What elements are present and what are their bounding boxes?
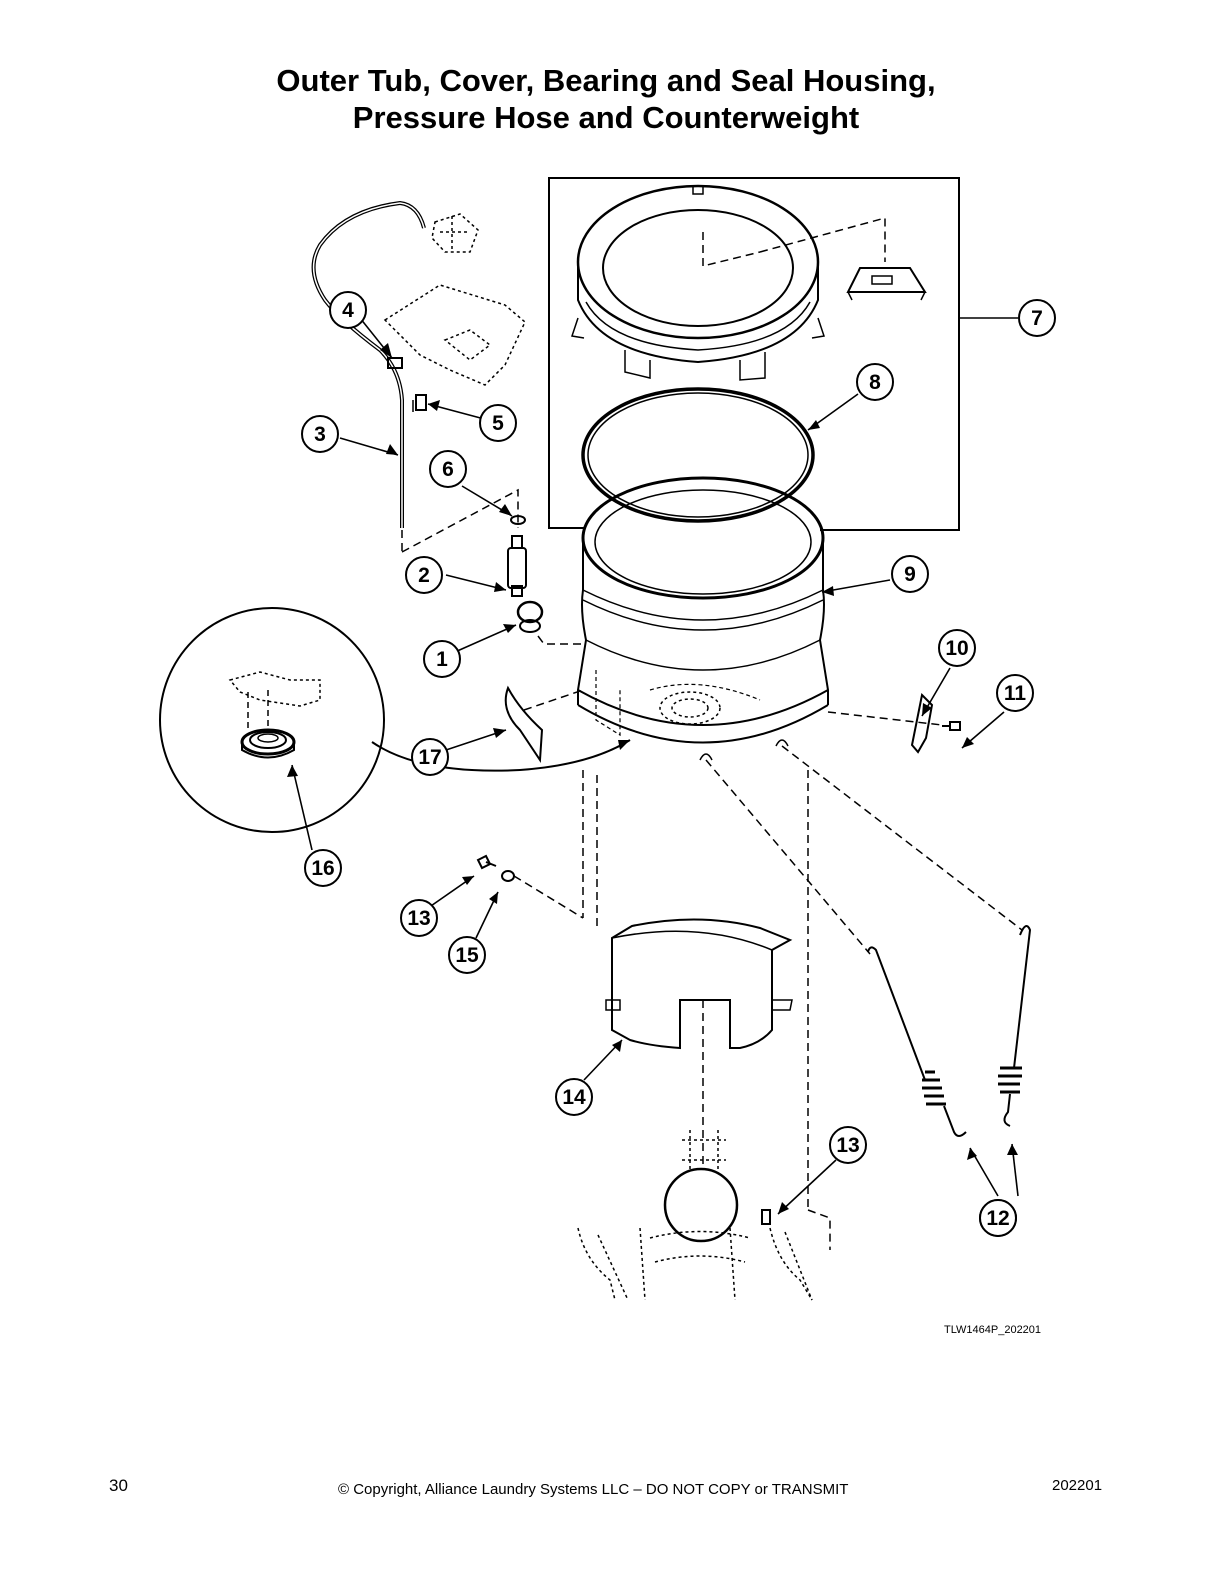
callout-number: 13 <box>407 907 430 930</box>
pressure-hose <box>311 200 426 528</box>
tub-bracket <box>910 692 934 754</box>
hose-clip <box>412 394 427 412</box>
callout-number: 17 <box>418 746 441 769</box>
title-line-2: Pressure Hose and Counterweight <box>352 100 860 135</box>
copyright-notice: © Copyright, Alliance Laundry Systems LL… <box>338 1481 849 1498</box>
hose-route-line <box>401 488 519 553</box>
callout-circle <box>555 1078 593 1116</box>
tub-cover-assembly-box <box>548 177 960 531</box>
page-title: Outer Tub, Cover, Bearing and Seal Housi… <box>0 62 1212 136</box>
counterweight-screw <box>476 854 497 870</box>
counterweight <box>605 918 793 1050</box>
callout-number: 13 <box>836 1134 859 1157</box>
callout-number: 12 <box>986 1207 1009 1230</box>
callout-number: 7 <box>1031 307 1043 330</box>
tub-cover <box>571 184 886 381</box>
drawing-code: TLW1464P_202201 <box>944 1324 1042 1336</box>
suspension-spring-left <box>867 946 967 1137</box>
callout-circle <box>479 404 517 442</box>
callout-circle <box>301 415 339 453</box>
base-mounting-screw <box>761 1209 771 1225</box>
callout-13: 13 <box>829 1126 867 1164</box>
callout-8: 8 <box>856 363 894 401</box>
machine-base-outline <box>577 1130 813 1301</box>
callout-1: 1 <box>423 640 461 678</box>
callout-circle <box>304 849 342 887</box>
outer-tub <box>577 476 829 761</box>
callout-number: 4 <box>342 299 354 322</box>
tub-screw <box>942 721 961 731</box>
callout-3: 3 <box>301 415 339 453</box>
callout-11: 11 <box>996 674 1034 712</box>
callout-circle <box>1018 299 1056 337</box>
dispenser-outline <box>383 213 526 386</box>
callout-16: 16 <box>304 849 342 887</box>
hose-clamp-ring <box>510 515 526 525</box>
machine-base-detail-ring <box>663 1167 739 1243</box>
callout-17: 17 <box>411 738 449 776</box>
callout-10: 10 <box>938 629 976 667</box>
callout-circle <box>429 450 467 488</box>
title-line-1: Outer Tub, Cover, Bearing and Seal Housi… <box>276 63 936 98</box>
tub-label <box>504 685 584 764</box>
callout-circle <box>856 363 894 401</box>
callout-number: 14 <box>562 1086 586 1109</box>
cover-clip <box>846 267 927 301</box>
callout-number: 9 <box>904 563 916 586</box>
callout-circle <box>829 1126 867 1164</box>
callout-4: 4 <box>329 291 367 329</box>
callout-6: 6 <box>429 450 467 488</box>
suspension-spring-right <box>998 925 1032 1127</box>
seal-detail-view <box>159 607 385 833</box>
air-dome-grommet <box>516 600 583 645</box>
callout-circle <box>979 1199 1017 1237</box>
callout-number: 10 <box>945 637 968 660</box>
callout-number: 6 <box>442 458 454 481</box>
callout-number: 3 <box>314 423 326 446</box>
air-dome <box>507 535 527 597</box>
callout-number: 11 <box>1004 682 1027 705</box>
revision-code: 202201 <box>1052 1477 1103 1494</box>
callout-number: 15 <box>455 944 479 967</box>
counterweight-washer <box>501 870 515 882</box>
callout-15: 15 <box>448 936 486 974</box>
callout-14: 14 <box>555 1078 593 1116</box>
callout-number: 5 <box>492 412 504 435</box>
callout-9: 9 <box>891 555 929 593</box>
callout-number: 16 <box>311 857 334 880</box>
callout-number: 2 <box>418 564 430 587</box>
callout-2: 2 <box>405 556 443 594</box>
tub-alignment-lines <box>582 770 809 1210</box>
callout-circle <box>938 629 976 667</box>
callout-number: 8 <box>869 371 881 394</box>
callout-arrowheads <box>287 343 1018 1214</box>
hose-clamp <box>387 357 403 369</box>
callout-circle <box>411 738 449 776</box>
page-number: 30 <box>109 1476 128 1495</box>
callout-5: 5 <box>479 404 517 442</box>
callout-circle <box>423 640 461 678</box>
callout-circle <box>996 674 1034 712</box>
callout-number: 1 <box>436 648 448 671</box>
detail-pointer-line <box>371 739 631 772</box>
callout-7: 7 <box>1018 299 1056 337</box>
tub-cover-gasket <box>581 387 815 523</box>
callout-13: 13 <box>400 899 438 937</box>
callout-circle <box>448 936 486 974</box>
callout-circle <box>329 291 367 329</box>
callout-circle <box>405 556 443 594</box>
callout-circle <box>400 899 438 937</box>
callout-circle <box>891 555 929 593</box>
callout-bubbles: 12345678910111212131314151617 <box>301 291 1056 1237</box>
callout-12: 12 <box>979 1199 1017 1237</box>
